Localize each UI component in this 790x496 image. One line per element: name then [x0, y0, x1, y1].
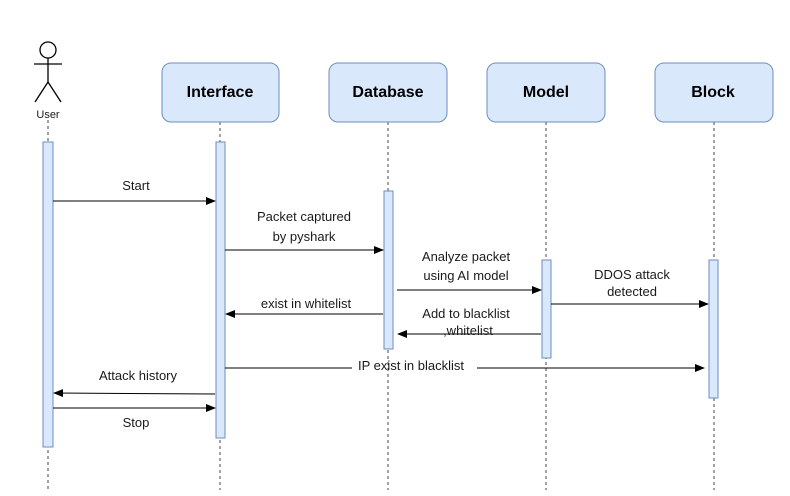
msg-ip-blacklist: IP exist in blacklist: [358, 358, 464, 373]
interface-label: Interface: [187, 84, 254, 101]
msg-add-line2: ,whitelist: [443, 323, 493, 338]
interface-box: [161, 62, 280, 123]
activation-interface: [215, 141, 226, 439]
activation-database: [383, 190, 394, 350]
database-label: Database: [352, 84, 423, 101]
arrow-attack-history: [53, 389, 216, 398]
msg-analyze-line1: Analyze packet: [422, 249, 511, 264]
user-actor: [34, 41, 62, 103]
block-box: [654, 62, 774, 123]
msg-attack-history: Attack history: [99, 368, 178, 383]
database-box: [328, 62, 448, 123]
activation-model: [541, 259, 552, 359]
msg-start: Start: [122, 178, 150, 193]
model-box: [486, 62, 606, 123]
msg-stop: Stop: [123, 415, 150, 430]
msg-add-line1: Add to blacklist: [422, 306, 510, 321]
actor-head: [39, 41, 57, 59]
activation-block: [708, 259, 719, 399]
msg-analyze-line2: using AI model: [423, 268, 508, 283]
model-label: Model: [523, 84, 569, 101]
block-label: Block: [691, 84, 735, 101]
msg-packet-line2: by pyshark: [273, 229, 336, 244]
msg-ddos-line1: DDOS attack: [594, 267, 670, 282]
actor-label: User: [36, 109, 60, 121]
activation-user: [42, 141, 54, 448]
msg-packet-line1: Packet captured: [257, 209, 351, 224]
msg-ddos-line2: detected: [607, 284, 657, 299]
msg-exist-whitelist: exist in whitelist: [261, 296, 352, 311]
